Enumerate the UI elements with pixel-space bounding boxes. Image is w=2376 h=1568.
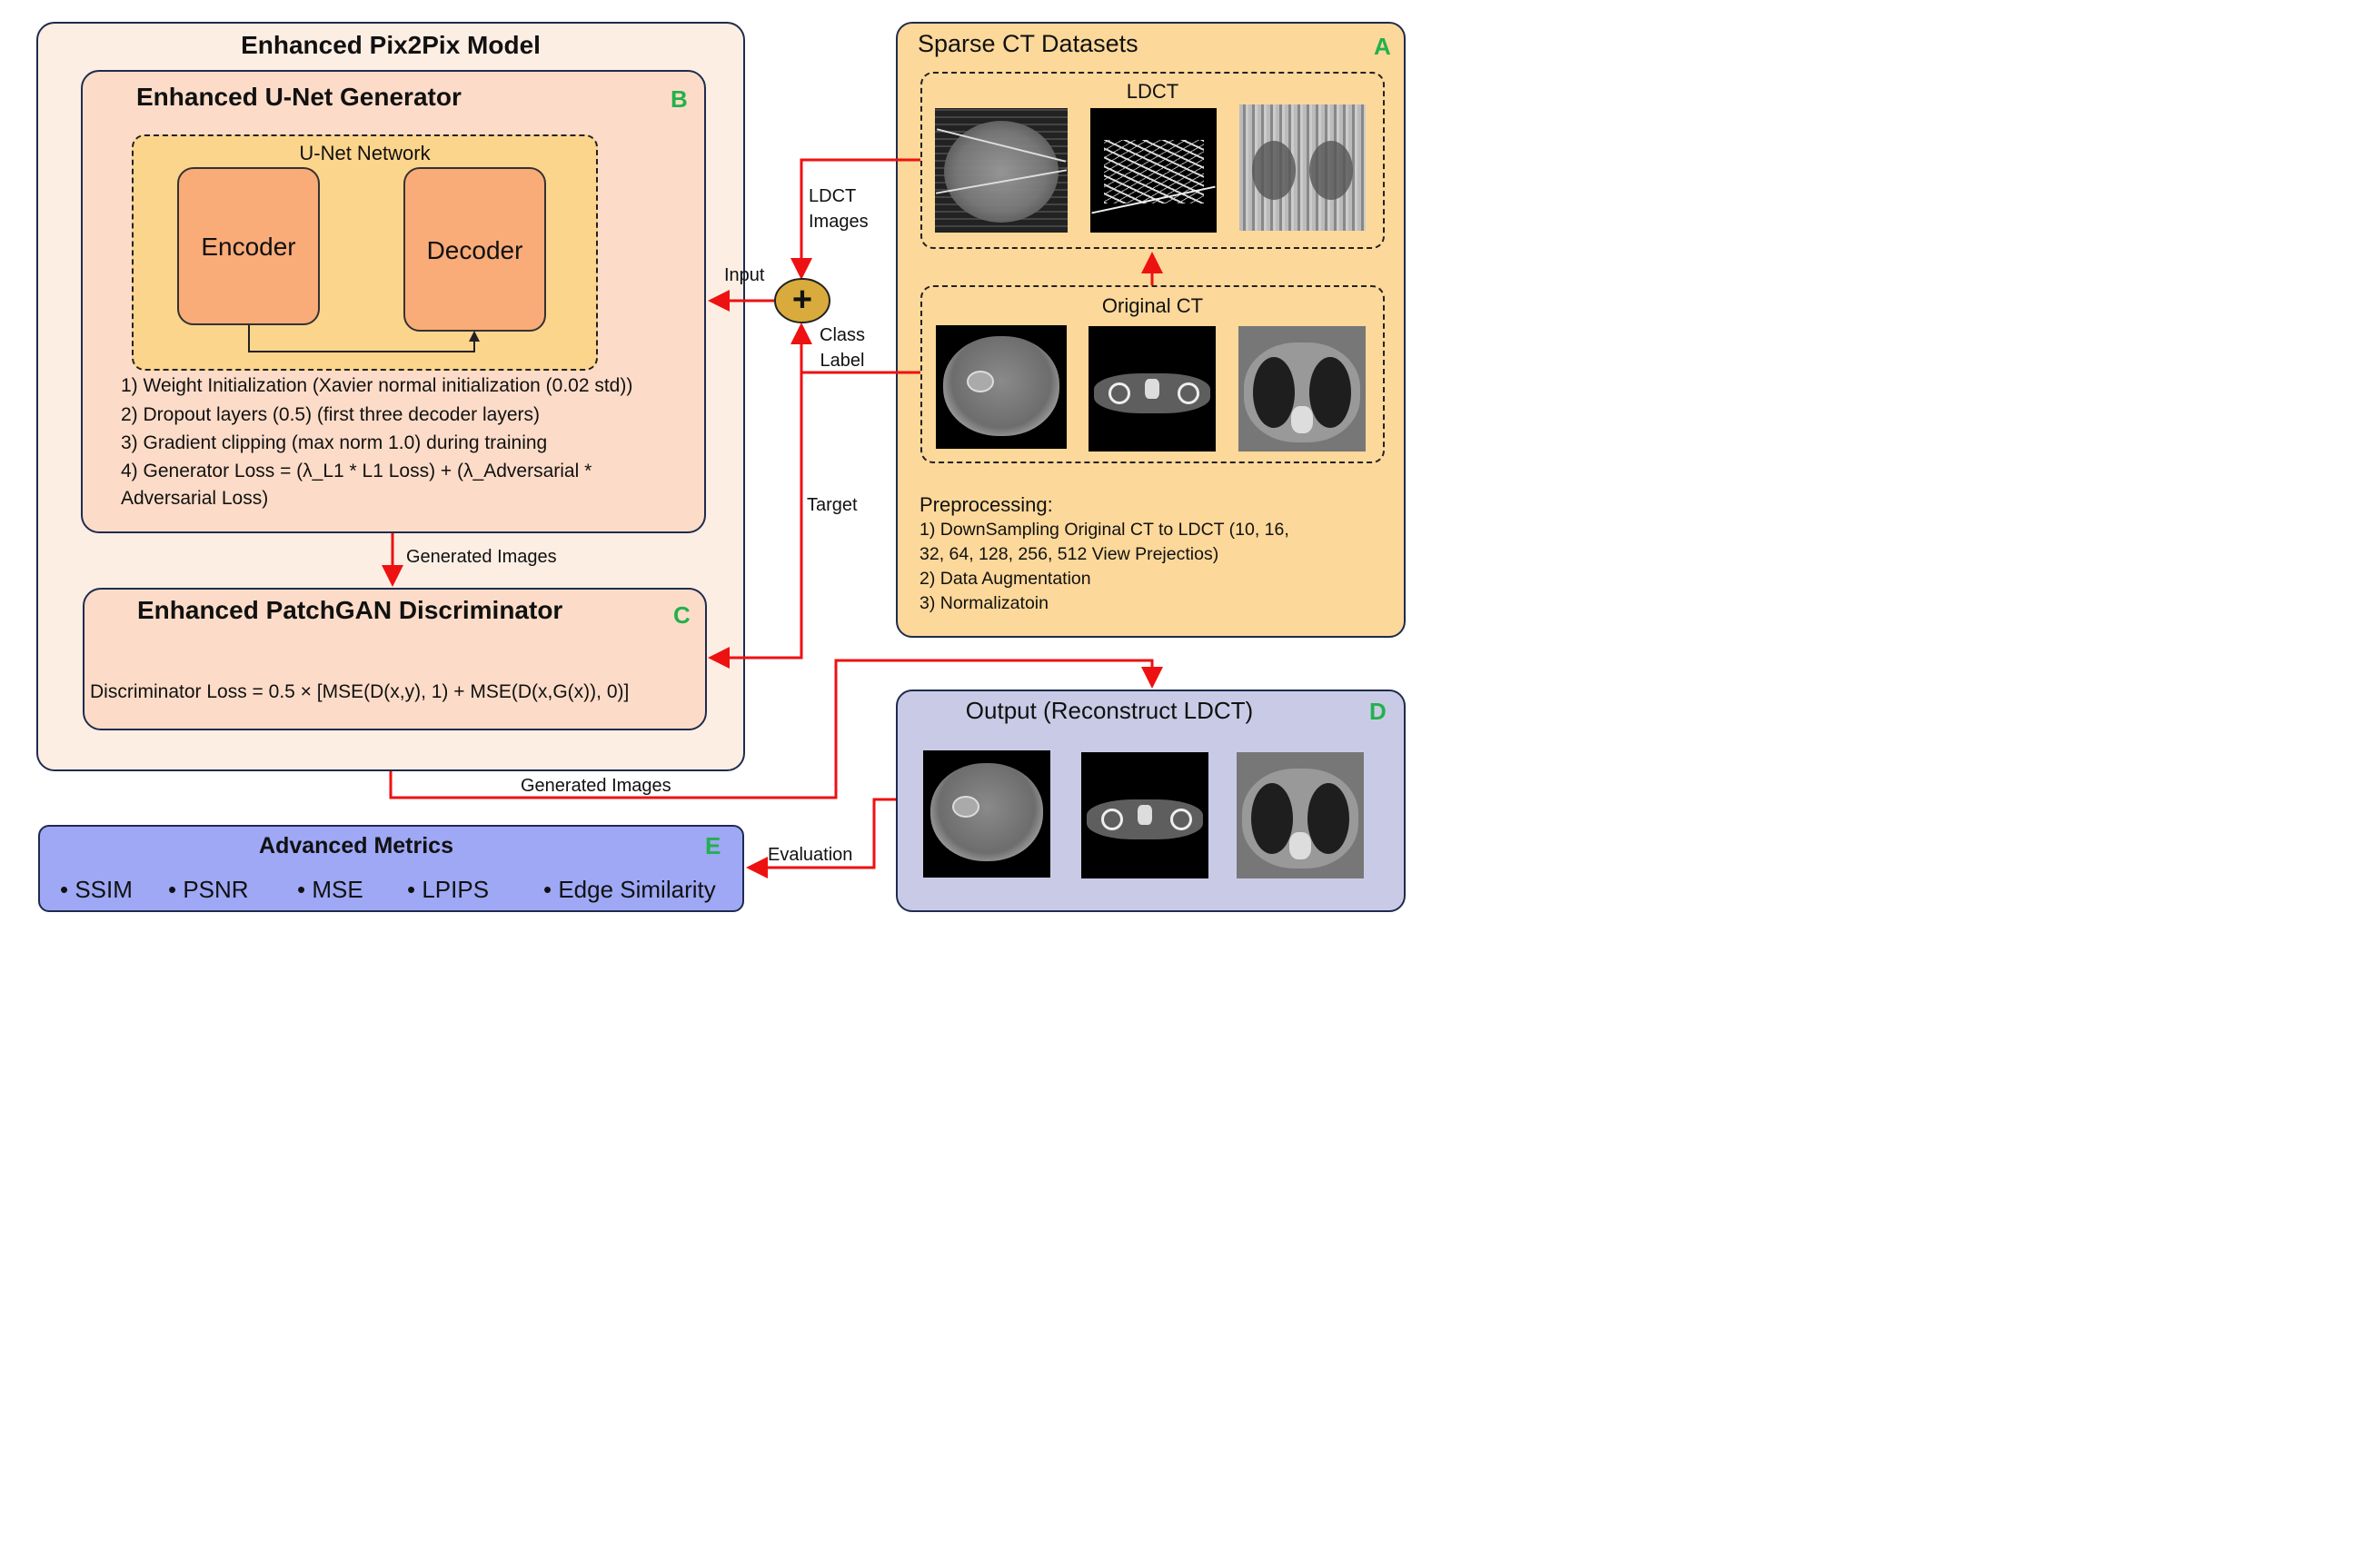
- ldct-group: [920, 72, 1385, 249]
- generated-images-output-label: Generated Images: [521, 776, 671, 796]
- output-image-1: [923, 750, 1050, 878]
- metrics-title: Advanced Metrics: [259, 833, 453, 858]
- metric-item: • PSNR: [168, 876, 249, 903]
- original-ct-label: Original CT: [1101, 294, 1204, 317]
- preprocessing-line: 2) Data Augmentation: [920, 569, 1091, 589]
- original-ct-image-3: [1238, 326, 1366, 452]
- generated-images-label: Generated Images: [406, 547, 557, 567]
- ldct-group-label: LDCT: [1126, 80, 1179, 103]
- metric-item: • LPIPS: [407, 876, 490, 903]
- preprocessing-line: 1) DownSampling Original CT to LDCT (10,…: [920, 520, 1289, 540]
- skip-connection-arrow: [248, 325, 480, 352]
- original-ct-image-2: [1089, 326, 1216, 452]
- metric-item: • MSE: [297, 876, 363, 903]
- evaluation-arrow: [746, 798, 896, 878]
- ldct-image-1: [935, 108, 1068, 233]
- generator-note: Adversarial Loss): [121, 488, 269, 509]
- discriminator-letter: C: [673, 601, 691, 629]
- metrics-panel: [38, 825, 744, 912]
- original-ct-group: [920, 285, 1385, 463]
- decoder-block: [403, 167, 546, 332]
- ldct-to-combine-arrow: [790, 158, 920, 280]
- generator-note: 1) Weight Initialization (Xavier normal …: [121, 375, 633, 396]
- output-image-2: [1081, 752, 1208, 878]
- generator-note: 2) Dropout layers (0.5) (first three dec…: [121, 404, 541, 425]
- connector-layer: [248, 158, 1163, 878]
- preprocessing-line: 3) Normalizatoin: [920, 593, 1049, 613]
- generator-letter: B: [671, 85, 688, 113]
- datasets-letter: A: [1374, 33, 1391, 60]
- combine-plus-icon: +: [791, 281, 813, 319]
- generator-note: 4) Generator Loss = (λ_L1 * L1 Loss) + (…: [121, 461, 592, 481]
- combine-node: [774, 278, 830, 323]
- preprocessing-line: 32, 64, 128, 256, 512 View Prejectios): [920, 544, 1219, 564]
- output-image-3: [1237, 752, 1364, 878]
- encoder-block: [177, 167, 320, 325]
- discriminator-panel: [83, 588, 707, 730]
- datasets-title: Sparse CT Datasets: [918, 30, 1138, 57]
- evaluation-label: Evaluation: [768, 845, 853, 865]
- metrics-letter: E: [705, 832, 721, 859]
- output-letter: D: [1369, 698, 1387, 725]
- ldct-image-2: [1090, 108, 1217, 233]
- target-label: Target: [807, 495, 858, 515]
- unet-network-label: U-Net Network: [299, 142, 431, 164]
- generated-images-output-arrow: [389, 659, 1163, 799]
- decoder-label: Decoder: [426, 236, 523, 264]
- discriminator-title: Enhanced PatchGAN Discriminator: [137, 596, 563, 624]
- preprocessing-heading: Preprocessing:: [920, 493, 1053, 516]
- output-title: Output (Reconstruct LDCT): [965, 697, 1254, 724]
- encoder-label: Encoder: [201, 233, 296, 261]
- discriminator-loss: Discriminator Loss = 0.5 × [MSE(D(x,y), …: [90, 681, 630, 702]
- ldct-image-3: [1239, 104, 1366, 231]
- pix2pix-model-title: Enhanced Pix2Pix Model: [241, 31, 541, 59]
- target-arrow: [708, 372, 803, 669]
- metric-item: • SSIM: [60, 876, 133, 903]
- input-label: Input: [724, 265, 765, 285]
- generator-note: 3) Gradient clipping (max norm 1.0) duri…: [121, 432, 548, 453]
- original-ct-image-1: [936, 325, 1067, 449]
- generator-title: Enhanced U-Net Generator: [136, 83, 462, 111]
- metric-item: • Edge Similarity: [543, 876, 716, 903]
